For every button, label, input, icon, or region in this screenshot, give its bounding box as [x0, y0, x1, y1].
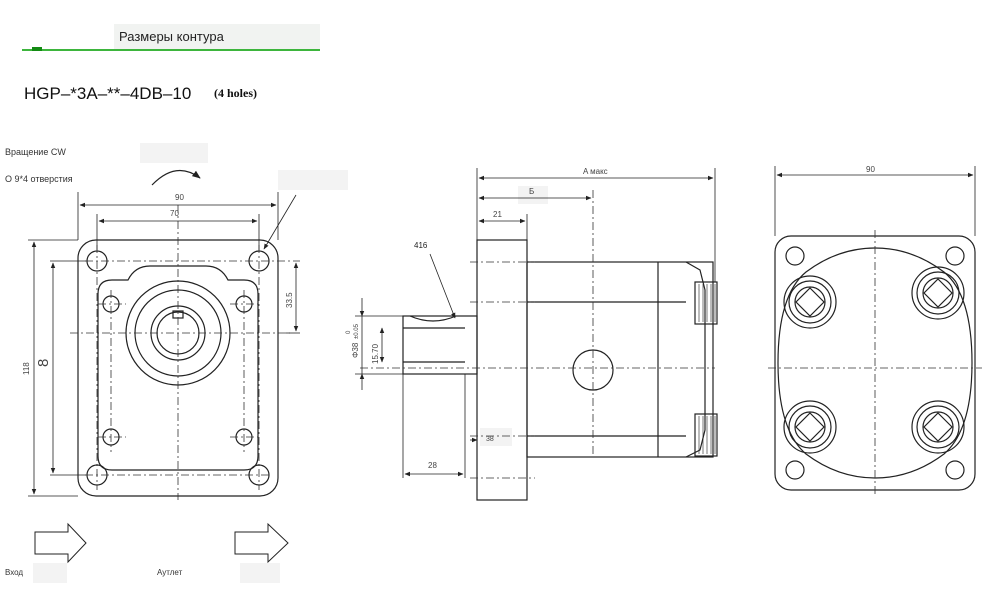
- inlet-note: Вход: [5, 568, 24, 577]
- front-dim-height: 118: [22, 362, 31, 375]
- rear-bolt-hole: [785, 460, 805, 480]
- rear-bolt-hole: [785, 246, 805, 266]
- front-dim-bolt-spacing: 70: [170, 209, 179, 218]
- side-shaft: [402, 315, 478, 375]
- rear-dimensions: [774, 166, 976, 236]
- outlet-note: Аутлет: [157, 568, 183, 577]
- outlet-arrow-icon: [234, 522, 289, 564]
- side-label-part: 416: [414, 241, 428, 250]
- front-dimensions: [28, 192, 300, 497]
- rotation-arrow-icon: [151, 169, 201, 186]
- rear-fitting: [911, 266, 965, 320]
- rear-body: [777, 247, 973, 479]
- mask-holes: [278, 170, 348, 190]
- rotation-note: Вращение CW: [5, 147, 66, 157]
- side-dim-shaft-length: 28: [428, 461, 437, 470]
- front-centerlines: [70, 205, 300, 500]
- rear-bolt-hole: [945, 460, 965, 480]
- side-dim-total-length: A макс: [583, 167, 608, 176]
- rear-bolt-hole: [945, 246, 965, 266]
- side-dim-b: Б: [529, 187, 534, 196]
- side-keyway: [409, 315, 457, 322]
- front-body: [97, 265, 259, 471]
- side-centerlines: [360, 190, 715, 479]
- side-view: [402, 239, 718, 501]
- rear-fitting: [783, 400, 837, 454]
- side-body: [526, 261, 714, 458]
- mask-dim-38: [480, 428, 512, 446]
- side-dim-tolerance-upper: 0: [346, 330, 352, 334]
- side-dim-tolerance-lower: ±0.05: [354, 323, 360, 339]
- side-flange: [476, 239, 528, 501]
- side-dim-shaft-flat: 15.70: [371, 343, 380, 364]
- inlet-arrow-icon: [34, 522, 87, 564]
- rear-dim-width: 90: [866, 165, 875, 174]
- rear-fitting: [911, 400, 965, 454]
- header-underline: [22, 49, 320, 51]
- side-dimensions: [355, 168, 716, 478]
- side-fitting-bottom: [694, 413, 718, 457]
- front-dim-offset: 33.5: [285, 292, 294, 308]
- mask-inlet: [33, 563, 67, 583]
- side-fitting-top: [694, 281, 718, 325]
- holes-note: O 9*4 отверстия: [5, 174, 73, 184]
- side-dim-flange: 21: [493, 210, 502, 219]
- rear-fitting: [783, 275, 837, 329]
- model-holes: (4 holes): [214, 86, 257, 100]
- side-dim-shaft-ref: 38: [486, 436, 494, 443]
- header-accent-mark: [32, 47, 42, 51]
- mask-rotation: [140, 143, 208, 163]
- header-background: [114, 24, 320, 50]
- rear-centerlines: [768, 230, 982, 495]
- model-code: HGP–*3A–**–4DB–10: [24, 84, 192, 103]
- side-dim-shaft-diameter: Φ38: [351, 342, 360, 358]
- front-dim-center: 8: [35, 359, 52, 367]
- mask-outlet: [240, 563, 280, 583]
- front-dim-outer-width: 90: [175, 193, 184, 202]
- page-title: Размеры контура: [119, 29, 224, 44]
- header-bar: Размеры контура: [22, 24, 320, 52]
